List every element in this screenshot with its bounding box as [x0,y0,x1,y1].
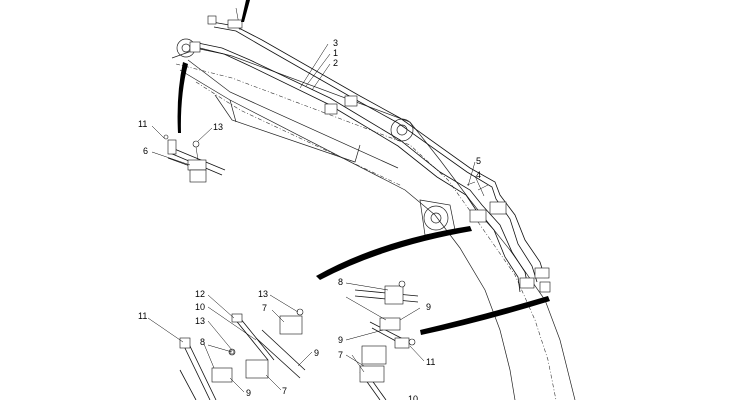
callout-13-c2: 13 [258,289,268,299]
callout-7-d: 7 [282,386,287,396]
leader-lines [147,43,485,393]
callout-3: 3 [333,38,338,48]
callout-10-b: 10 [408,394,418,400]
callout-13-a: 13 [213,122,223,132]
callout-8-b: 8 [338,277,343,287]
callout-7-c: 7 [262,303,267,313]
detail-b-clamp [354,280,419,400]
callout-labels: 3 1 2 5 4 11 13 6 8 9 9 7 11 10 12 10 13… [138,38,481,400]
callout-10-c: 10 [195,302,205,312]
detail-c-clamp [228,308,306,379]
callout-7-b: 7 [338,350,343,360]
callout-2: 2 [333,58,338,68]
callout-13-c: 13 [195,316,205,326]
detail-pointers [177,0,550,335]
callout-5: 5 [476,156,481,166]
callout-8-d: 8 [200,337,205,347]
callout-9-b2: 9 [338,335,343,345]
callout-4: 4 [476,170,481,180]
detail-a-clamp [163,134,226,183]
callout-11-b: 11 [426,357,435,367]
hydraulic-pipes [189,7,551,293]
callout-9-c: 9 [314,348,319,358]
callout-11-d: 11 [138,311,147,321]
callout-9-b1: 9 [426,302,431,312]
detail-d-clamp [179,337,235,400]
callout-9-d: 9 [246,388,251,398]
callout-11-a: 11 [138,119,147,129]
callout-6: 6 [143,146,148,156]
callout-12: 12 [195,289,205,299]
callout-1: 1 [333,48,338,58]
